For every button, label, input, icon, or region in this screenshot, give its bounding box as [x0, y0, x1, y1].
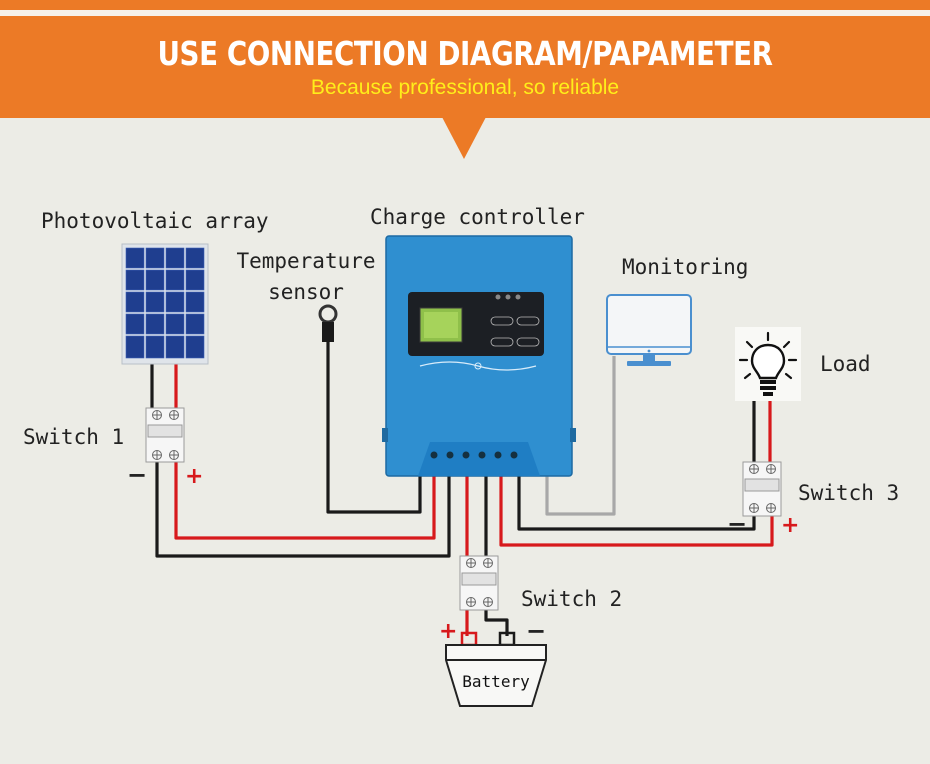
wire-s1-neg — [155, 462, 451, 558]
header-pointer — [442, 117, 486, 159]
temperature-sensor-icon — [318, 304, 338, 342]
wire-bat-neg — [484, 610, 509, 636]
breaker-switch-1-icon — [145, 407, 185, 463]
wire-s3-pos — [499, 476, 774, 547]
battery-negative-mark: − — [526, 617, 547, 645]
wires — [150, 340, 774, 636]
load-label: Load — [820, 352, 871, 376]
wire-monitoring — [545, 356, 616, 516]
switch-1-label: Switch 1 — [23, 425, 125, 449]
wire-s3-neg — [517, 476, 756, 531]
monitoring-label: Monitoring — [622, 255, 749, 279]
battery-label: Battery — [462, 672, 530, 691]
temperature-sensor-label-line2: sensor — [268, 280, 344, 304]
header-stripe — [0, 10, 930, 16]
battery-positive-mark: + — [439, 619, 458, 644]
pv-array-label: Photovoltaic array — [41, 209, 269, 233]
switch-3-label: Switch 3 — [798, 481, 900, 505]
wire-s1-pos — [174, 462, 436, 540]
monitor-icon — [606, 294, 692, 366]
battery-icon — [445, 631, 547, 707]
charge-controller-label: Charge controller — [370, 205, 585, 229]
charge-controller-icon — [382, 235, 576, 477]
solar-panel-icon — [121, 243, 209, 365]
page-title: USE CONNECTION DIAGRAM/PAPAMETER — [157, 34, 773, 73]
switch-1-negative-mark: − — [127, 461, 148, 489]
switch-3-negative-mark: − — [727, 510, 748, 538]
switch-1-positive-mark: + — [185, 464, 204, 489]
header-banner: USE CONNECTION DIAGRAM/PAPAMETER Because… — [0, 0, 930, 159]
breaker-switch-3-icon — [742, 461, 782, 517]
page-subtitle: Because professional, so reliable — [310, 76, 620, 99]
switch-2-label: Switch 2 — [521, 587, 623, 611]
wire-temp-sensor — [326, 340, 422, 514]
light-bulb-icon — [735, 327, 801, 401]
temperature-sensor-label-line1: Temperature — [236, 249, 376, 273]
breaker-switch-2-icon — [459, 555, 499, 611]
switch-3-positive-mark: + — [781, 513, 800, 538]
